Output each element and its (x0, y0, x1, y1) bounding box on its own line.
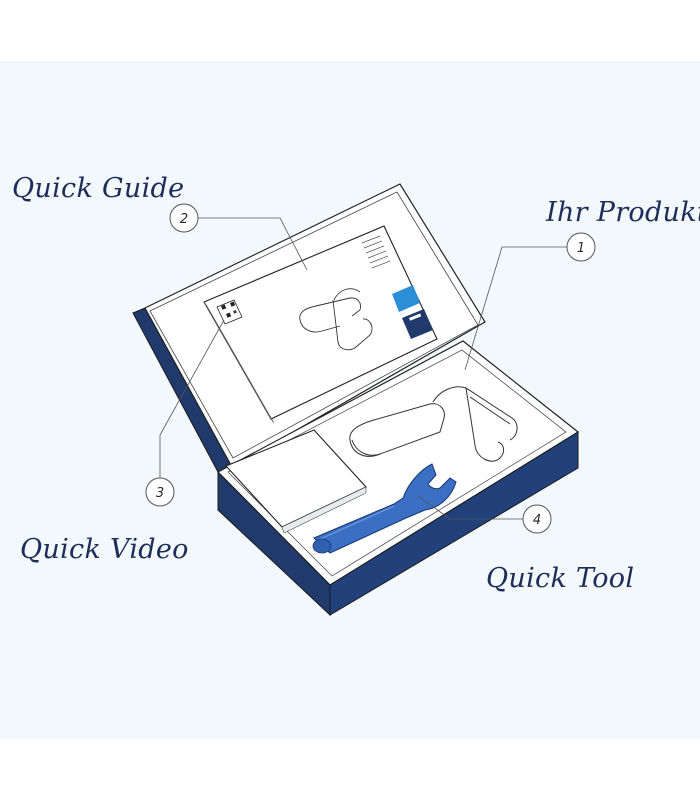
product-faucet (349, 386, 518, 462)
leader-1 (464, 246, 567, 371)
quick-video-card (225, 429, 367, 534)
quick-tool-wrench (312, 463, 457, 554)
callout-2-number: 2 (180, 212, 188, 227)
brand-logo-icon (392, 285, 433, 339)
leader-4 (417, 495, 523, 520)
callout-1: 1 (566, 232, 596, 262)
quick-guide-booklet (203, 225, 438, 424)
leader-3 (159, 319, 225, 478)
qr-code-icon (216, 299, 243, 325)
callout-4-number: 4 (533, 513, 541, 528)
leader-lines (159, 217, 567, 520)
booklet-text-lines (361, 235, 391, 269)
callout-1-number: 1 (577, 241, 585, 256)
leader-2 (198, 217, 308, 271)
label-quick-guide: Quick Guide (12, 173, 184, 204)
diagram-canvas (0, 62, 700, 739)
label-quick-tool: Quick Tool (486, 563, 634, 594)
callout-4: 4 (522, 504, 552, 534)
label-quick-video: Quick Video (20, 534, 189, 565)
callout-3-number: 3 (156, 486, 164, 501)
label-ihr-produkt: Ihr Produkt (545, 197, 700, 228)
callout-3: 3 (145, 477, 175, 507)
faucet-sketch-icon (299, 288, 373, 351)
callout-2: 2 (169, 203, 199, 233)
